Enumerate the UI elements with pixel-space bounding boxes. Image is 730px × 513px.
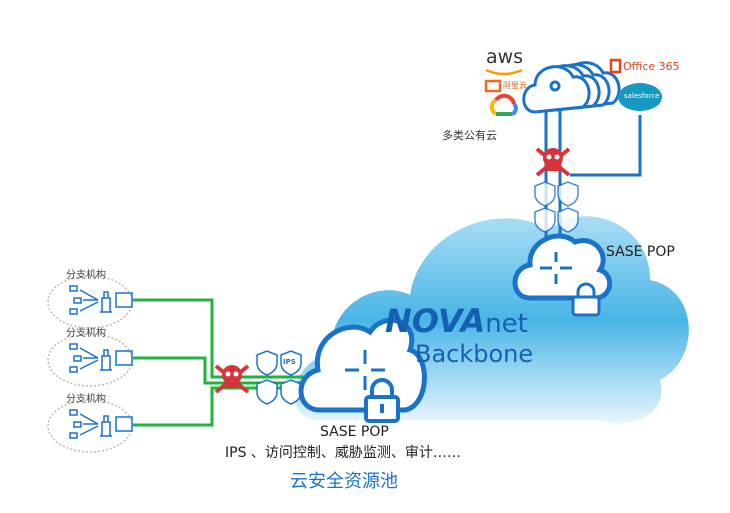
sase-features: IPS 、访问控制、威胁监测、审计…… <box>225 445 461 461</box>
security-shields-main <box>256 350 302 405</box>
branch-label: 分支机构 <box>66 394 106 405</box>
office365-text: Office 365 <box>623 60 680 73</box>
alibaba-cloud-logo <box>484 79 502 93</box>
alibaba-cloud-text: 阿里云 <box>503 81 527 90</box>
branch-label: 分支机构 <box>66 270 106 281</box>
branch-label: 分支机构 <box>66 328 106 339</box>
router-icon-top <box>540 252 572 284</box>
backbone-label: Backbone <box>415 340 534 368</box>
sase-pop-main-label: SASE POP <box>320 424 389 440</box>
security-pool-label: 云安全资源池 <box>290 471 398 492</box>
public-cloud-stack-icon <box>522 61 621 114</box>
brand-main: NOVA <box>385 302 486 340</box>
sase-pop-top-label: SASE POP <box>606 244 675 260</box>
backbone-brand: NOVAnet <box>385 302 528 340</box>
aws-logo-text: aws <box>486 46 524 68</box>
security-shields-top <box>534 181 579 233</box>
public-cloud-label: 多类公有云 <box>442 129 497 142</box>
salesforce-text: salesforce <box>624 92 660 100</box>
threat-skull-icon <box>214 364 250 394</box>
threat-skull-icon-top <box>535 147 571 177</box>
aws-smile-icon <box>485 68 523 76</box>
branches <box>47 275 133 453</box>
lock-icon <box>364 378 400 423</box>
brand-sub: net <box>485 309 528 339</box>
salesforce-logo <box>618 83 662 111</box>
ips-shield-label: IPS <box>283 358 296 366</box>
office365-logo <box>609 58 622 74</box>
lock-icon-top <box>571 282 601 317</box>
google-cloud-logo <box>489 93 518 116</box>
router-icon <box>345 350 385 390</box>
